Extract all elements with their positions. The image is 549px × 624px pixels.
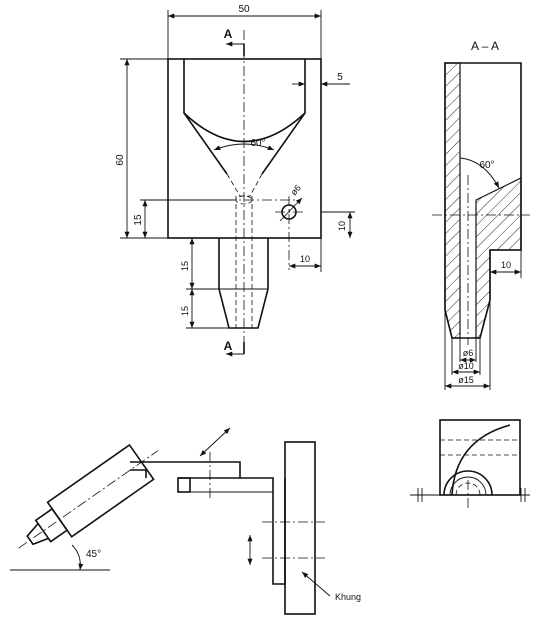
dim-wall-5: 5 xyxy=(337,72,343,83)
front-view: 50 5 60 15 60° ø6 10 10 15 xyxy=(115,4,355,357)
section-title: A – A xyxy=(471,39,499,53)
front-v-groove xyxy=(183,59,306,175)
section-dim-10: 10 xyxy=(501,260,511,270)
front-neck xyxy=(218,238,269,329)
dim-slot-10h: 10 xyxy=(300,254,310,264)
section-view: A – A 60° 10 ø6 ø10 ø15 xyxy=(432,39,530,390)
section-d6: ø6 xyxy=(463,348,474,358)
side-detail xyxy=(410,419,530,510)
angle-60-section: 60° xyxy=(479,160,494,171)
section-hatch-left xyxy=(444,62,461,339)
angle-45: 45° xyxy=(86,549,101,560)
assembly-view: Khung 45° xyxy=(10,427,361,615)
dim-height-60: 60 xyxy=(115,154,126,166)
frame-label: Khung xyxy=(335,592,361,602)
dim-neck-15b: 15 xyxy=(180,306,190,316)
dim-hole-d6: ø6 xyxy=(288,183,302,197)
section-marker-top: A xyxy=(224,27,233,41)
angle-60-front: 60° xyxy=(250,138,265,149)
section-hatch-right xyxy=(475,177,522,339)
section-d15: ø15 xyxy=(458,375,474,385)
section-d10: ø10 xyxy=(458,361,474,371)
dim-width-50: 50 xyxy=(238,4,250,15)
section-marker-bottom: A xyxy=(224,339,233,353)
dim-slot-10v: 10 xyxy=(337,221,347,231)
dim-neck-15a: 15 xyxy=(180,261,190,271)
frame xyxy=(284,441,316,615)
dim-base-15: 15 xyxy=(133,214,144,226)
front-body-outline xyxy=(167,58,322,239)
